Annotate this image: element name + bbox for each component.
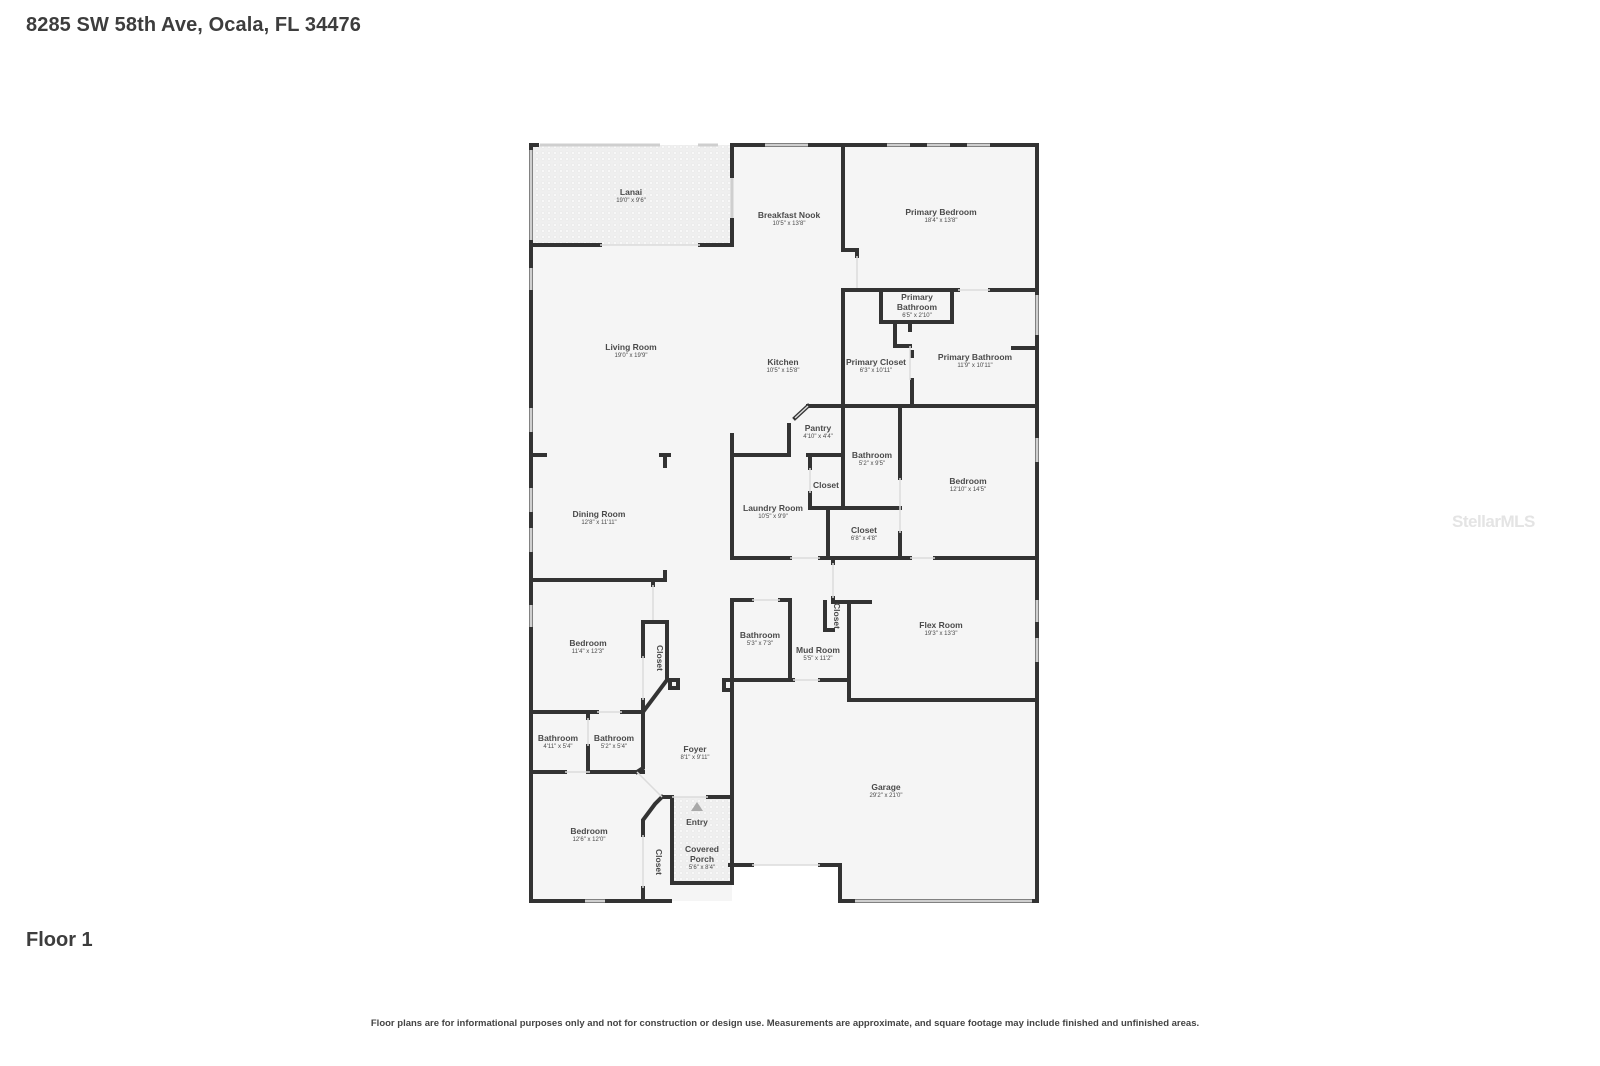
room-dimensions: 18'4" x 13'8"	[924, 218, 958, 224]
room-closet-laundry: Closet	[813, 480, 839, 490]
room-mud-room: Mud Room 5'5" x 11'2"	[796, 645, 840, 663]
watermark: StellarMLS	[1452, 512, 1535, 531]
room-name: Primary Bathroom	[937, 352, 1013, 362]
room-dimensions: 6'5" x 2'10"	[902, 313, 932, 319]
room-pantry: Pantry 4'10" x 4'4"	[803, 423, 833, 441]
room-dimensions: 10'5" x 9'9"	[758, 514, 788, 520]
room-dimensions: 19'3" x 13'3"	[924, 631, 958, 637]
room-name: Flex Room	[919, 620, 963, 630]
room-name: Bathroom	[593, 733, 635, 743]
room-dimensions: 19'0" x 19'9"	[614, 353, 648, 359]
room-name: Lanai	[619, 187, 643, 197]
room-name: Breakfast Nook	[757, 210, 821, 220]
room-name: Living Room	[605, 342, 657, 352]
property-address: 8285 SW 58th Ave, Ocala, FL 34476	[26, 14, 361, 36]
room-closet-bedroom: Closet 6'8" x 4'8"	[851, 525, 877, 543]
room-lanai: Lanai 19'0" x 9'6"	[616, 187, 646, 205]
room-name: Bedroom	[569, 638, 607, 648]
room-primary-bathroom-small: Primary Bathroom 6'5" x 2'10"	[887, 292, 947, 320]
room-name: Bathroom	[851, 450, 893, 460]
room-closet-west: Closet	[655, 645, 665, 671]
room-name: Closet	[655, 645, 665, 671]
room-bedroom-east: Bedroom 12'10" x 14'5"	[949, 476, 986, 494]
room-entry: Entry	[686, 817, 708, 827]
room-dimensions: 5'2" x 9'5"	[858, 461, 886, 467]
room-garage: Garage 29'2" x 21'0"	[870, 782, 903, 800]
room-dimensions: 6'3" x 10'11"	[859, 368, 893, 374]
room-bedroom-west: Bedroom 11'4" x 12'3"	[569, 638, 606, 656]
door-openings	[565, 244, 990, 888]
room-bedroom-southwest: Bedroom 12'6" x 12'0"	[570, 826, 607, 844]
room-bathroom-mud: Bathroom 5'3" x 7'3"	[740, 630, 780, 648]
room-flex-room: Flex Room 19'3" x 13'3"	[919, 620, 962, 638]
room-name: Primary Closet	[846, 357, 906, 367]
room-name: Bedroom	[570, 826, 608, 836]
room-living-room: Living Room 19'0" x 19'9"	[605, 342, 656, 360]
room-bathroom-hall: Bathroom 5'2" x 9'5"	[852, 450, 892, 468]
room-dimensions: 4'10" x 4'4"	[803, 434, 833, 440]
floor-fill	[531, 145, 1038, 905]
room-covered-porch: Covered Porch 5'6" x 8'4"	[677, 844, 727, 872]
room-dimensions: 19'0" x 9'6"	[616, 198, 646, 204]
room-primary-bedroom: Primary Bedroom 18'4" x 13'8"	[905, 207, 976, 225]
room-dimensions: 12'10" x 14'5"	[949, 487, 987, 493]
room-name: Bedroom	[949, 476, 987, 486]
floor-label: Floor 1	[26, 929, 93, 951]
room-closet-mud: Closet	[832, 603, 842, 629]
room-name: Closet	[654, 849, 664, 875]
room-dining-room: Dining Room 12'8" x 11'11"	[573, 509, 626, 527]
room-dimensions: 5'2" x 5'4"	[600, 744, 628, 750]
room-name: Dining Room	[572, 509, 626, 519]
room-name: Closet	[813, 480, 839, 490]
room-dimensions: 5'3" x 7'3"	[746, 641, 774, 647]
room-name: Closet	[851, 525, 877, 535]
room-name: Kitchen	[767, 357, 799, 367]
room-name: Closet	[832, 603, 842, 629]
room-dimensions: 10'5" x 15'8"	[766, 368, 800, 374]
room-name: Covered Porch	[684, 844, 719, 864]
room-name: Entry	[686, 817, 708, 827]
room-dimensions: 5'5" x 11'2"	[803, 656, 833, 662]
room-dimensions: 11'4" x 12'3"	[571, 649, 605, 655]
room-dimensions: 12'8" x 11'11"	[581, 520, 617, 526]
room-dimensions: 8'1" x 9'11"	[680, 755, 710, 761]
room-laundry: Laundry Room 10'5" x 9'9"	[743, 503, 803, 521]
room-foyer: Foyer 8'1" x 9'11"	[680, 744, 709, 762]
room-name: Garage	[871, 782, 901, 792]
room-primary-closet: Primary Closet 6'3" x 10'11"	[846, 357, 906, 375]
room-name: Mud Room	[796, 645, 840, 655]
room-primary-bathroom: Primary Bathroom 11'9" x 10'11"	[938, 352, 1012, 370]
room-dimensions: 6'8" x 4'8"	[850, 536, 878, 542]
disclaimer: Floor plans are for informational purpos…	[370, 1018, 1200, 1029]
room-breakfast-nook: Breakfast Nook 10'5" x 13'8"	[758, 210, 820, 228]
room-dimensions: 4'11" x 5'4"	[543, 744, 573, 750]
room-closet-southwest: Closet	[654, 849, 664, 875]
room-name: Foyer	[683, 744, 707, 754]
room-name: Primary Bedroom	[905, 207, 977, 217]
entry-arrow-icon	[691, 802, 703, 811]
room-name: Primary Bathroom	[896, 292, 938, 312]
room-dimensions: 11'9" x 10'11"	[957, 363, 993, 369]
room-dimensions: 5'6" x 8'4"	[688, 865, 716, 871]
room-dimensions: 12'6" x 12'0"	[572, 837, 606, 843]
room-dimensions: 10'5" x 13'8"	[772, 221, 806, 227]
room-bathroom-2: Bathroom 5'2" x 5'4"	[594, 733, 634, 751]
room-name: Pantry	[804, 423, 832, 433]
windows	[529, 143, 1039, 903]
room-dimensions: 29'2" x 21'0"	[869, 793, 903, 799]
room-kitchen: Kitchen 10'5" x 15'8"	[767, 357, 800, 375]
room-bathroom-1: Bathroom 4'11" x 5'4"	[538, 733, 578, 751]
room-name: Laundry Room	[743, 503, 803, 513]
room-name: Bathroom	[537, 733, 579, 743]
room-name: Bathroom	[739, 630, 781, 640]
